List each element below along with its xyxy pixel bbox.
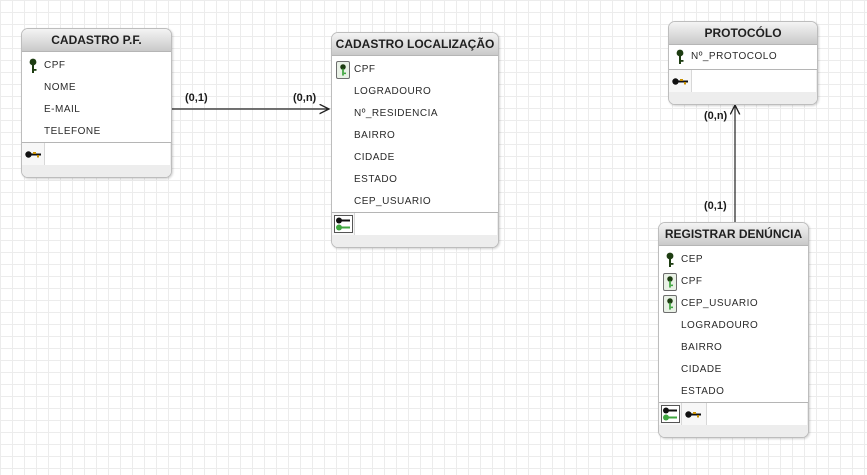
primary-key-icon — [666, 252, 674, 267]
attribute-name: BAIRRO — [681, 342, 723, 353]
key-group-icon — [661, 405, 680, 423]
entity-cadastro-localizacao[interactable]: CADASTRO LOCALIZAÇÃO CPF LOGRADOURO Nº_R… — [331, 32, 499, 248]
attribute-name: NOME — [44, 82, 76, 93]
attribute[interactable]: LOGRADOURO — [332, 81, 498, 103]
attribute-name: E-MAIL — [44, 104, 81, 115]
entity-footer — [659, 402, 808, 437]
attribute[interactable]: TELEFONE — [22, 121, 171, 143]
attribute-name: CEP_USUARIO — [681, 298, 759, 309]
entity-footer — [22, 142, 171, 177]
primary-key-icon — [676, 49, 684, 64]
footer-cell — [45, 143, 170, 165]
key-group-icon — [334, 215, 353, 233]
attribute-name: CPF — [354, 64, 376, 75]
attribute[interactable]: CIDADE — [659, 359, 808, 381]
foreign-key-icon — [663, 295, 677, 313]
foreign-key-icon — [663, 273, 677, 291]
attribute[interactable]: Nº_PROTOCOLO — [669, 46, 817, 68]
entity-title: CADASTRO LOCALIZAÇÃO — [332, 33, 498, 56]
attribute-name: CEP — [681, 254, 704, 265]
entity-title: PROTOCÓLO — [669, 22, 817, 45]
footer-cell — [22, 143, 45, 165]
footer-cell — [707, 403, 807, 425]
foreign-key-icon — [336, 61, 350, 79]
attribute-name: CEP_USUARIO — [354, 196, 432, 207]
primary-key-icon — [29, 58, 37, 73]
attribute[interactable]: Nº_RESIDENCIA — [332, 103, 498, 125]
footer-cell — [682, 403, 707, 425]
cardinality-denuncia: (0,1) — [704, 200, 727, 212]
attribute-name: CPF — [681, 276, 703, 287]
attribute-name: Nº_RESIDENCIA — [354, 108, 439, 119]
attribute[interactable]: ESTADO — [332, 169, 498, 191]
attribute[interactable]: CPF — [22, 55, 171, 77]
entity-footer — [332, 212, 498, 247]
attribute[interactable]: CIDADE — [332, 147, 498, 169]
black-key-icon — [25, 151, 41, 158]
attribute-name: BAIRRO — [354, 130, 396, 141]
cardinality-localizacao: (0,n) — [293, 92, 317, 104]
footer-cell — [355, 213, 497, 235]
footer-cell — [692, 70, 816, 92]
attribute-name: CIDADE — [681, 364, 722, 375]
cardinality-protocolo: (0,n) — [704, 110, 728, 122]
entity-title: REGISTRAR DENÚNCIA — [659, 223, 808, 246]
attribute[interactable]: ESTADO — [659, 381, 808, 403]
attribute-name: LOGRADOURO — [681, 320, 759, 331]
footer-cell — [332, 213, 355, 235]
attribute-name: CPF — [44, 60, 66, 71]
attribute-name: CIDADE — [354, 152, 395, 163]
footer-cell — [659, 403, 682, 425]
black-key-icon — [685, 411, 701, 418]
attribute[interactable]: E-MAIL — [22, 99, 171, 121]
entity-registrar-denuncia[interactable]: REGISTRAR DENÚNCIA CEP CPF CEP_USUARIO L… — [658, 222, 809, 438]
attribute[interactable]: BAIRRO — [659, 337, 808, 359]
entity-title: CADASTRO P.F. — [22, 29, 171, 52]
cardinality-pf: (0,1) — [185, 92, 208, 104]
black-key-icon — [672, 78, 688, 85]
attribute-name: TELEFONE — [44, 126, 101, 137]
attribute[interactable]: BAIRRO — [332, 125, 498, 147]
footer-cell — [669, 70, 692, 92]
attribute[interactable]: CEP — [659, 249, 808, 271]
attribute[interactable]: CEP_USUARIO — [332, 191, 498, 213]
attribute-name: ESTADO — [354, 174, 398, 185]
attribute[interactable]: CPF — [332, 59, 498, 81]
attribute[interactable]: NOME — [22, 77, 171, 99]
attribute-name: LOGRADOURO — [354, 86, 432, 97]
entity-protocolo[interactable]: PROTOCÓLO Nº_PROTOCOLO — [668, 21, 818, 105]
attribute-name: Nº_PROTOCOLO — [691, 51, 778, 62]
attribute[interactable]: CEP_USUARIO — [659, 293, 808, 315]
attribute[interactable]: CPF — [659, 271, 808, 293]
entity-footer — [669, 69, 817, 104]
attribute-name: ESTADO — [681, 386, 725, 397]
entity-cadastro-pf[interactable]: CADASTRO P.F. CPF NOME E-MAIL TELEFONE — [21, 28, 172, 178]
attribute[interactable]: LOGRADOURO — [659, 315, 808, 337]
